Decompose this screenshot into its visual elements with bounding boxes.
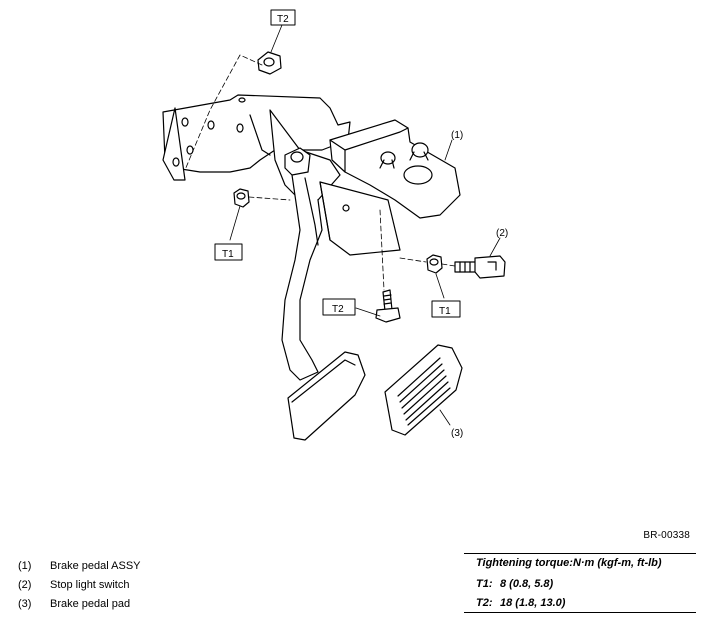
nut-t1-right xyxy=(426,254,443,274)
legend-label: Brake pedal pad xyxy=(50,597,131,610)
legend-item: (1) Brake pedal ASSY xyxy=(18,556,141,575)
callout-boxes xyxy=(214,9,461,318)
legend-label: Stop light switch xyxy=(50,578,130,591)
callout-t1-left: T1 xyxy=(222,249,234,260)
torque-value: 18 (1.8, 13.0) xyxy=(500,596,566,609)
legend-item: (3) Brake pedal pad xyxy=(18,594,141,613)
callout-1: (1) xyxy=(451,130,463,141)
stop-light-switch xyxy=(454,255,506,279)
nut-t2-top xyxy=(257,51,282,75)
pivot-boss xyxy=(284,147,311,176)
callout-3: (3) xyxy=(451,428,463,439)
pedal-head xyxy=(329,119,461,219)
callout-t2-bottom: T2 xyxy=(332,304,344,315)
torque-row: T2: 18 (1.8, 13.0) xyxy=(464,593,696,613)
nut-t1-left xyxy=(233,188,250,208)
assembly-lines xyxy=(184,54,456,291)
torque-header: Tightening torque:N·m (kgf-m, ft-lb) xyxy=(464,553,696,574)
legend-item: (2) Stop light switch xyxy=(18,575,141,594)
legend-number: (1) xyxy=(18,559,32,572)
pedal-arm xyxy=(281,174,323,381)
brake-pedal-pad xyxy=(384,344,463,436)
callout-t2-top: T2 xyxy=(277,14,289,25)
torque-label: T1: xyxy=(476,577,493,590)
bolt-t2-bottom xyxy=(375,289,401,323)
torque-label: T2: xyxy=(476,596,493,609)
legend-number: (3) xyxy=(18,597,32,610)
legend-label: Brake pedal ASSY xyxy=(50,559,141,572)
pedal-face xyxy=(287,351,366,441)
torque-row: T1: 8 (0.8, 5.8) xyxy=(464,574,696,593)
callout-leaders xyxy=(229,24,501,426)
torque-value: 8 (0.8, 5.8) xyxy=(500,577,554,590)
parts-legend: (1) Brake pedal ASSY (2) Stop light swit… xyxy=(18,556,141,613)
figure-id: BR-00338 xyxy=(643,530,690,541)
switch-bracket xyxy=(319,181,401,256)
torque-table: Tightening torque:N·m (kgf-m, ft-lb) T1:… xyxy=(464,553,696,613)
callout-t1-right: T1 xyxy=(439,306,451,317)
legend-number: (2) xyxy=(18,578,32,591)
callout-2: (2) xyxy=(496,228,508,239)
